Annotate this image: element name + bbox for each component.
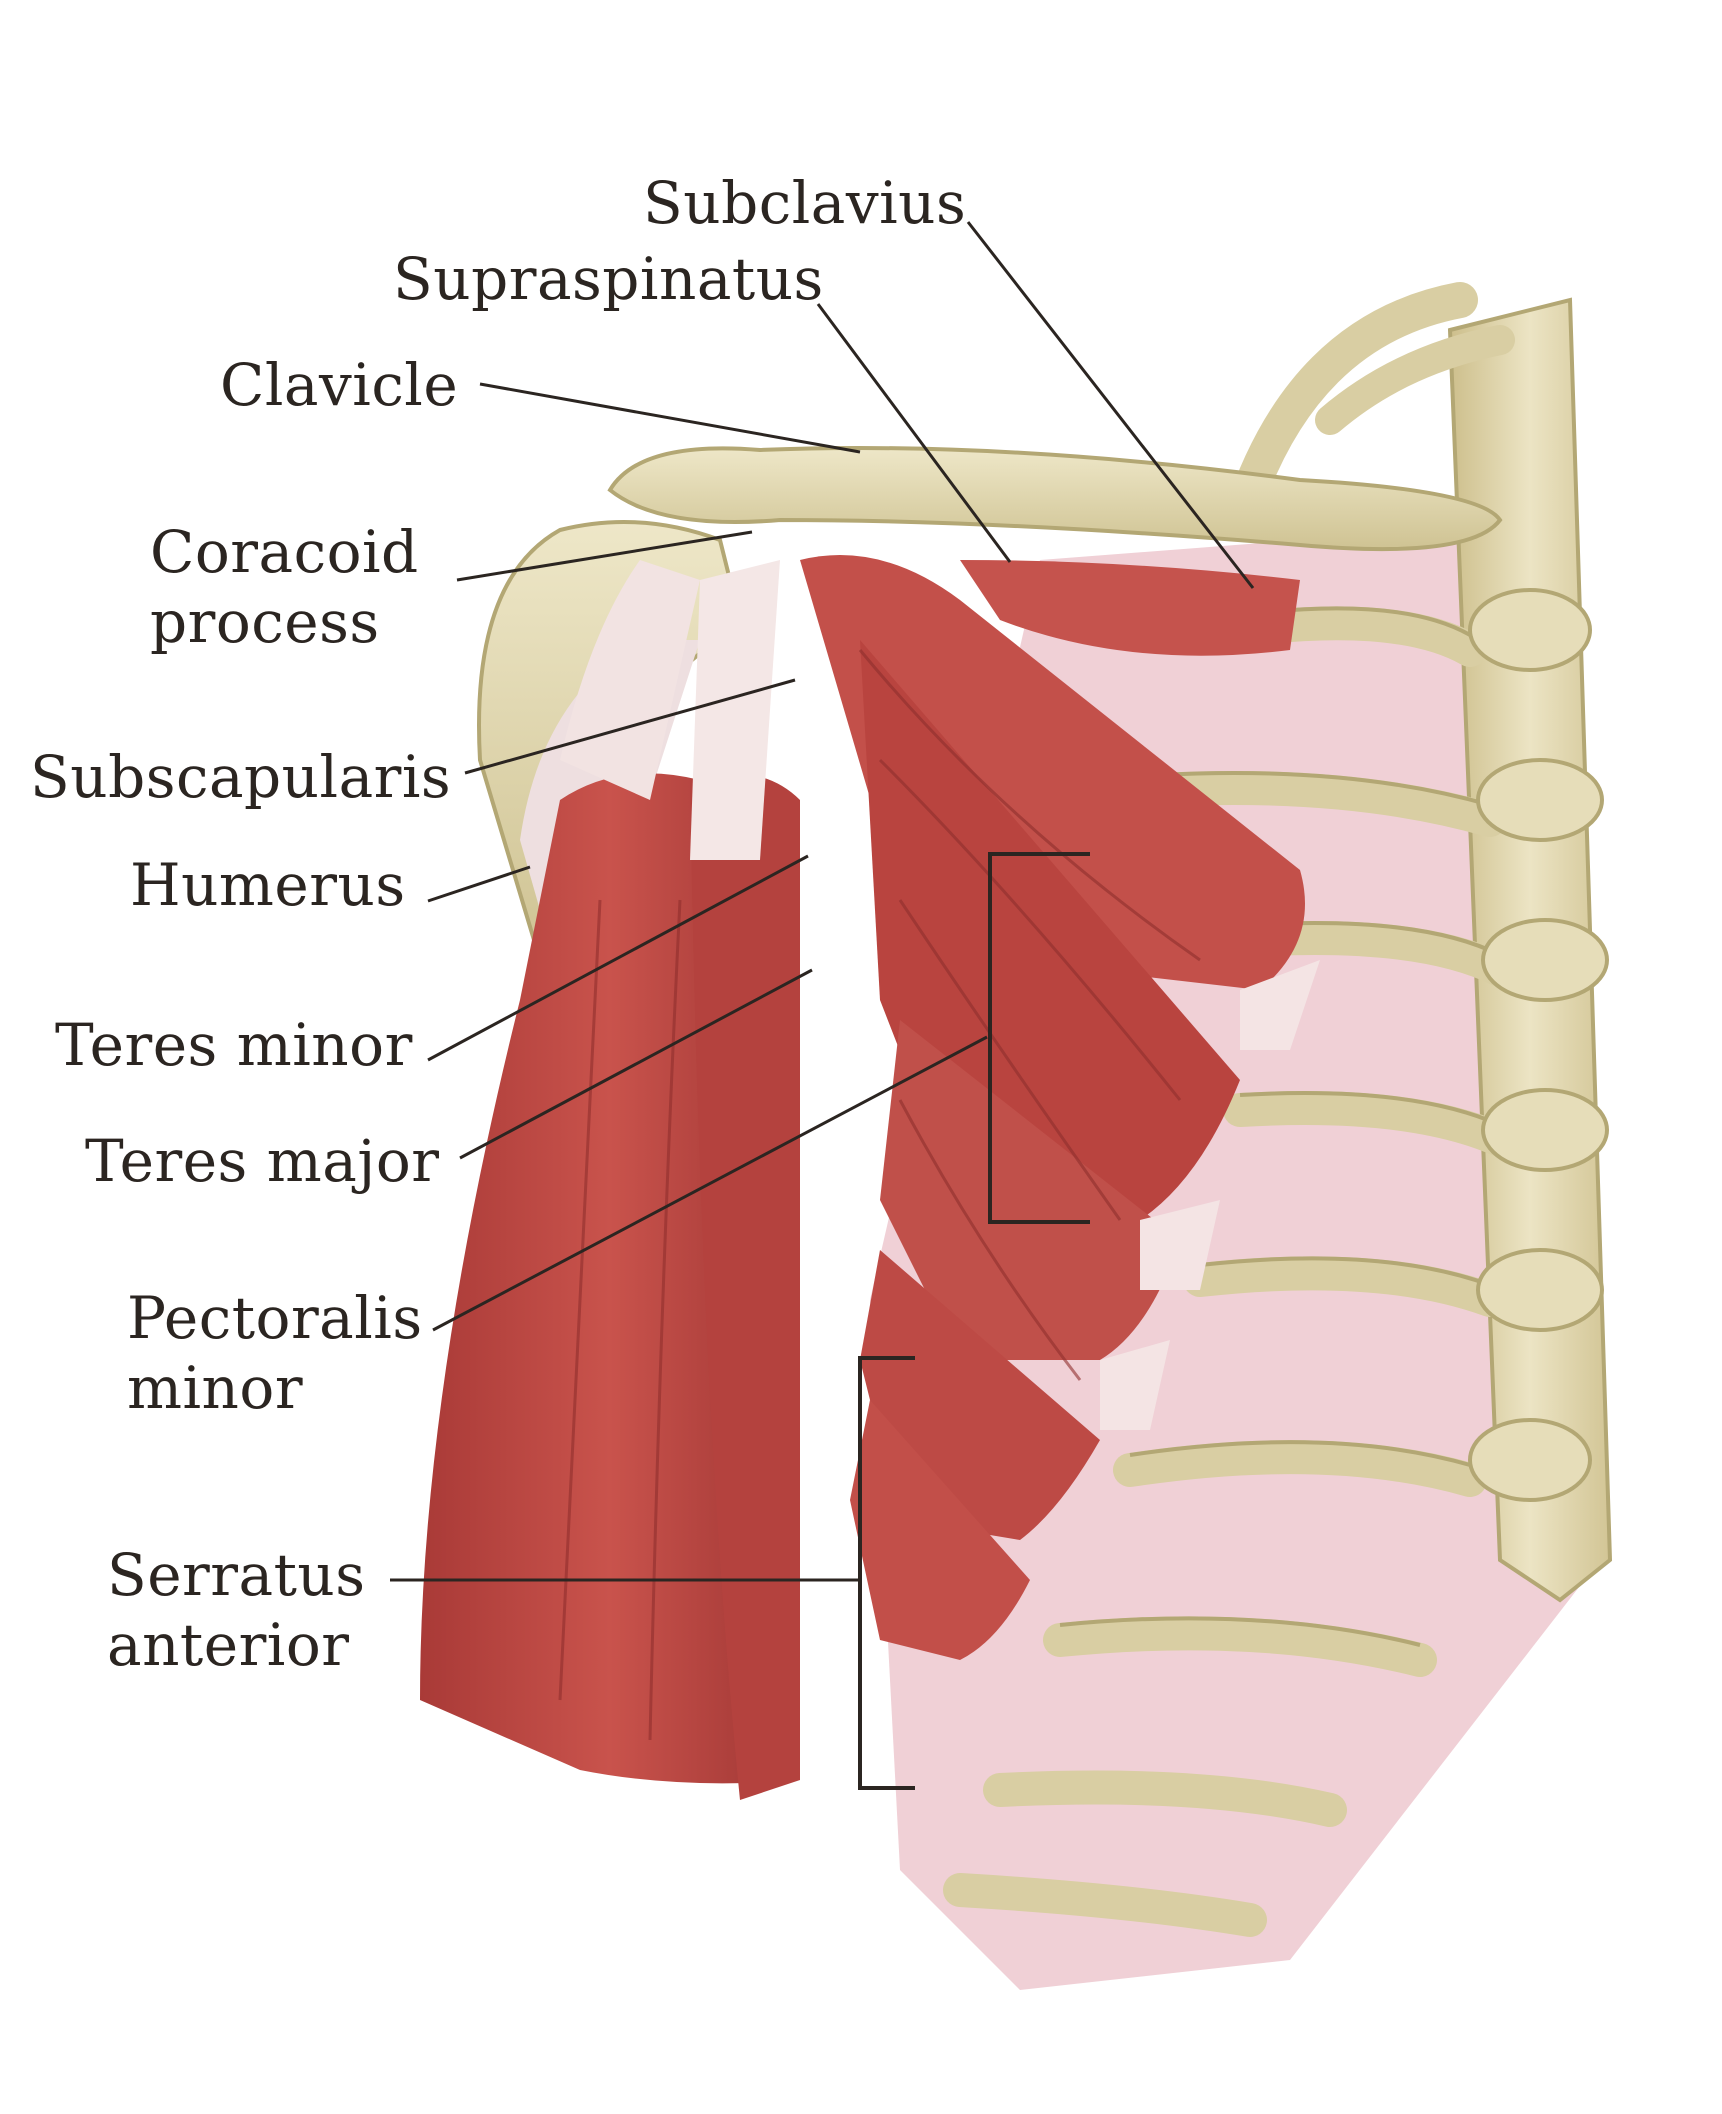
label-coracoid-line1: Coracoid [150,518,419,586]
label-pectoralis-line2: minor [127,1354,304,1422]
label-serratus-line2: anterior [107,1611,350,1679]
chest-muscles [558,555,1320,1741]
label-teres-major: Teres major [85,1127,440,1195]
supraspinatus-leader [816,303,1012,563]
label-serratus-line1: Serratus [107,1541,366,1609]
pectoralis-bracket [988,852,1090,1224]
label-coracoid-line2: process [150,588,380,656]
label-subclavius: Subclavius [643,169,967,237]
label-humerus: Humerus [130,851,406,919]
arm-muscles [420,560,800,1801]
leader-lines [390,221,1255,1582]
label-coracoid-process: Coracoid process [150,517,420,657]
clavicle-bone [607,446,1503,552]
subclavius-leader [966,221,1255,589]
humerus-leader [427,865,531,903]
teres-major-leader [459,968,813,1160]
label-pectoralis-line1: Pectoralis [127,1284,423,1352]
coracoid-leader [456,530,753,582]
label-serratus-anterior: Serratus anterior [107,1540,366,1680]
pectoralis-minor-leader [432,1035,988,1332]
subscapularis-leader [464,678,796,775]
label-supraspinatus: Supraspinatus [393,245,824,313]
label-pectoralis-minor: Pectoralis minor [127,1283,423,1423]
serratus-bracket [858,1356,915,1790]
label-teres-minor: Teres minor [55,1011,413,1079]
label-clavicle: Clavicle [220,351,459,419]
teres-minor-leader [427,854,809,1062]
clavicle-leader [479,382,861,454]
label-subscapularis: Subscapularis [30,743,452,811]
